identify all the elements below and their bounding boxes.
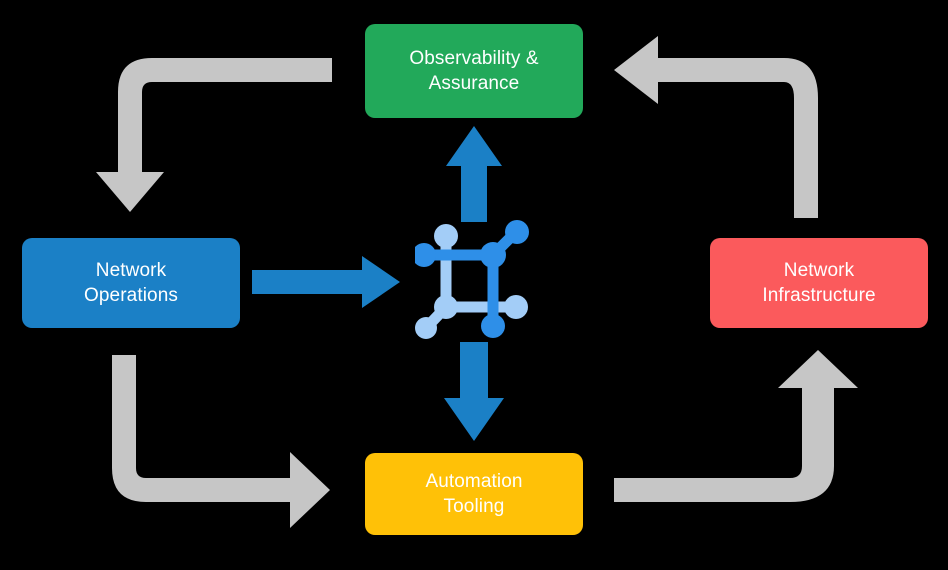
arrow-operations-to-automation [112, 355, 330, 528]
topology-light-nodes [415, 224, 528, 339]
network-topology-icon [415, 220, 529, 339]
arrow-observability-to-operations [96, 58, 332, 212]
topology-dark-nodes [415, 220, 529, 338]
node-box-observability[interactable]: Observability & Assurance [365, 24, 583, 118]
arrow-hub-to-automation [444, 342, 504, 441]
arrow-automation-to-infrastructure [614, 350, 858, 502]
arrow-hub-to-observability [446, 126, 502, 222]
node-box-infrastructure[interactable]: Network Infrastructure [710, 238, 928, 328]
arrow-infrastructure-to-observability [614, 36, 818, 218]
node-box-automation[interactable]: Automation Tooling [365, 453, 583, 535]
arrow-operations-to-hub [252, 256, 400, 308]
node-box-operations[interactable]: Network Operations [22, 238, 240, 328]
